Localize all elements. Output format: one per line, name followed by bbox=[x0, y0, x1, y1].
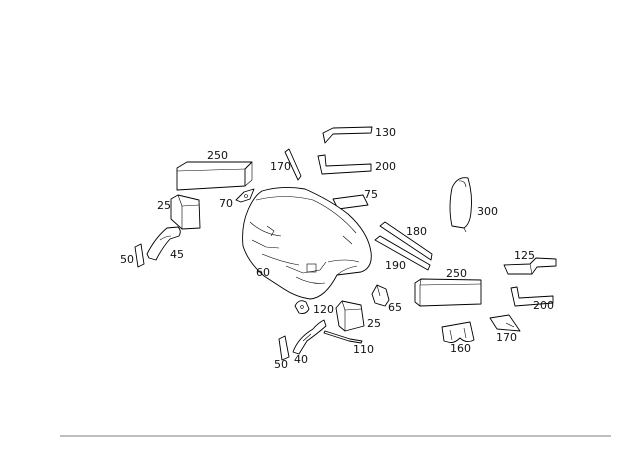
callout-125: 125 bbox=[514, 249, 535, 262]
part-l-strip-upper[interactable] bbox=[317, 154, 372, 175]
callout-75: 75 bbox=[364, 188, 378, 201]
part-angled-strip-190[interactable] bbox=[374, 235, 431, 271]
callout-300: 300 bbox=[477, 205, 498, 218]
part-block-right[interactable] bbox=[414, 278, 482, 307]
part-tall-pad[interactable] bbox=[449, 177, 473, 233]
callout-130: 130 bbox=[375, 126, 396, 139]
part-shaped-strip-125[interactable] bbox=[503, 257, 557, 275]
callout-200-upper: 200 bbox=[375, 160, 396, 173]
part-small-block-left[interactable] bbox=[170, 194, 201, 230]
callout-200-right: 200 bbox=[533, 299, 554, 312]
part-bracket-65[interactable] bbox=[371, 284, 390, 307]
part-l-strip-right[interactable] bbox=[510, 286, 554, 307]
part-curved-bracket-45[interactable] bbox=[146, 226, 181, 261]
callout-60: 60 bbox=[256, 266, 270, 279]
callout-25-upper: 25 bbox=[157, 199, 171, 212]
part-insulation-strip-top[interactable] bbox=[322, 126, 373, 144]
part-bracket-upper[interactable] bbox=[284, 148, 302, 181]
part-small-block-lower[interactable] bbox=[335, 300, 365, 332]
callout-40: 40 bbox=[294, 353, 308, 366]
callout-120: 120 bbox=[313, 303, 334, 316]
part-wedge-clip-170[interactable] bbox=[489, 314, 521, 332]
callout-25-lower: 25 bbox=[367, 317, 381, 330]
callout-250-upper: 250 bbox=[207, 149, 228, 162]
callout-250-right: 250 bbox=[446, 267, 467, 280]
callout-180: 180 bbox=[406, 225, 427, 238]
callout-65: 65 bbox=[388, 301, 402, 314]
callout-170-lower: 170 bbox=[496, 331, 517, 344]
callout-50-lower: 50 bbox=[274, 358, 288, 371]
part-thin-rod-110[interactable] bbox=[323, 330, 363, 344]
part-slim-pad-left[interactable] bbox=[134, 243, 145, 268]
callout-110: 110 bbox=[353, 343, 374, 356]
callout-160: 160 bbox=[450, 342, 471, 355]
callout-50-left: 50 bbox=[120, 253, 134, 266]
callout-45: 45 bbox=[170, 248, 184, 261]
part-curved-bracket-40[interactable] bbox=[292, 319, 327, 355]
part-perforated-panel-160[interactable] bbox=[441, 321, 475, 343]
callout-70: 70 bbox=[219, 197, 233, 210]
part-main-insulator-60[interactable] bbox=[242, 186, 372, 300]
part-angled-strip-180[interactable] bbox=[379, 221, 433, 261]
part-small-bracket-70[interactable] bbox=[235, 188, 255, 203]
part-slim-pad-lower[interactable] bbox=[278, 335, 290, 361]
callout-170-upper: 170 bbox=[270, 160, 291, 173]
part-block-upper[interactable] bbox=[176, 161, 253, 191]
part-clip-120[interactable] bbox=[294, 300, 310, 314]
callout-190: 190 bbox=[385, 259, 406, 272]
